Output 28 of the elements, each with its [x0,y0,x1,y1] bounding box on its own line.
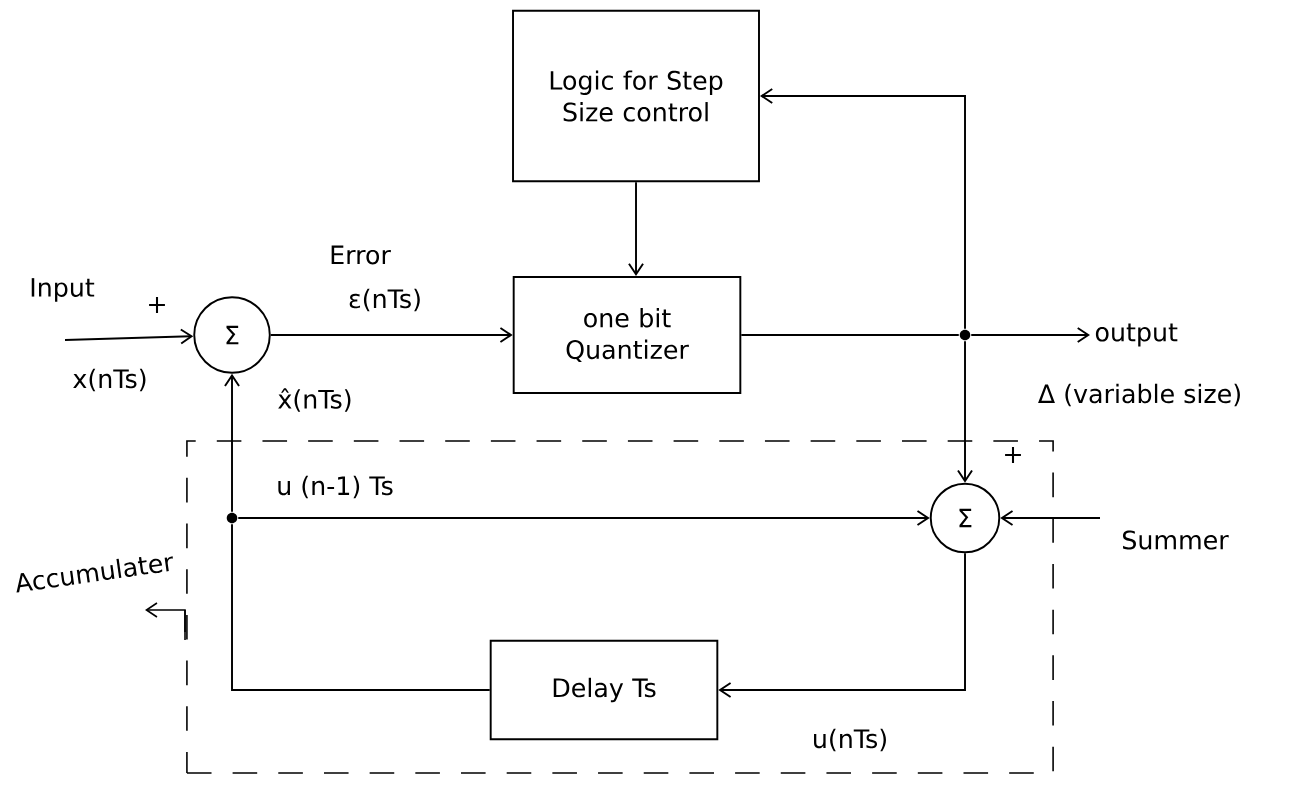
signal-label: Input [31,278,95,302]
signal-label: ε(nTs) [349,288,420,312]
summing-junction: Σ [929,482,1001,554]
arrow [970,327,1090,343]
signal-label: x(nTs) [73,368,146,392]
sign-label: + [149,297,165,313]
signal-label: x̂(nTs) [278,388,351,412]
process-box: one bit Quantizer [512,276,742,394]
arrow [1000,510,1101,526]
output-text: output [1095,323,1178,347]
process-box: Logic for Step Size control [512,9,760,183]
arrow [759,88,966,330]
arrow [224,373,240,513]
arrow [957,340,973,483]
block-label: Summer [1123,530,1229,550]
node-label: Accumulater [16,556,173,593]
arrow [64,328,194,345]
summing-junction: Σ [193,296,271,374]
arrow [718,552,966,698]
arrow [237,510,930,526]
signal-label: Error [331,245,391,265]
signal-label: u (n-1) Ts [278,475,393,499]
process-box: Delay Ts [489,639,719,741]
signal-label: u(nTs) [814,728,886,752]
arrow [628,181,644,277]
sign-label: + [1005,447,1021,463]
arrow [269,327,513,343]
signal-label: Δ (variable size) [1038,383,1240,407]
